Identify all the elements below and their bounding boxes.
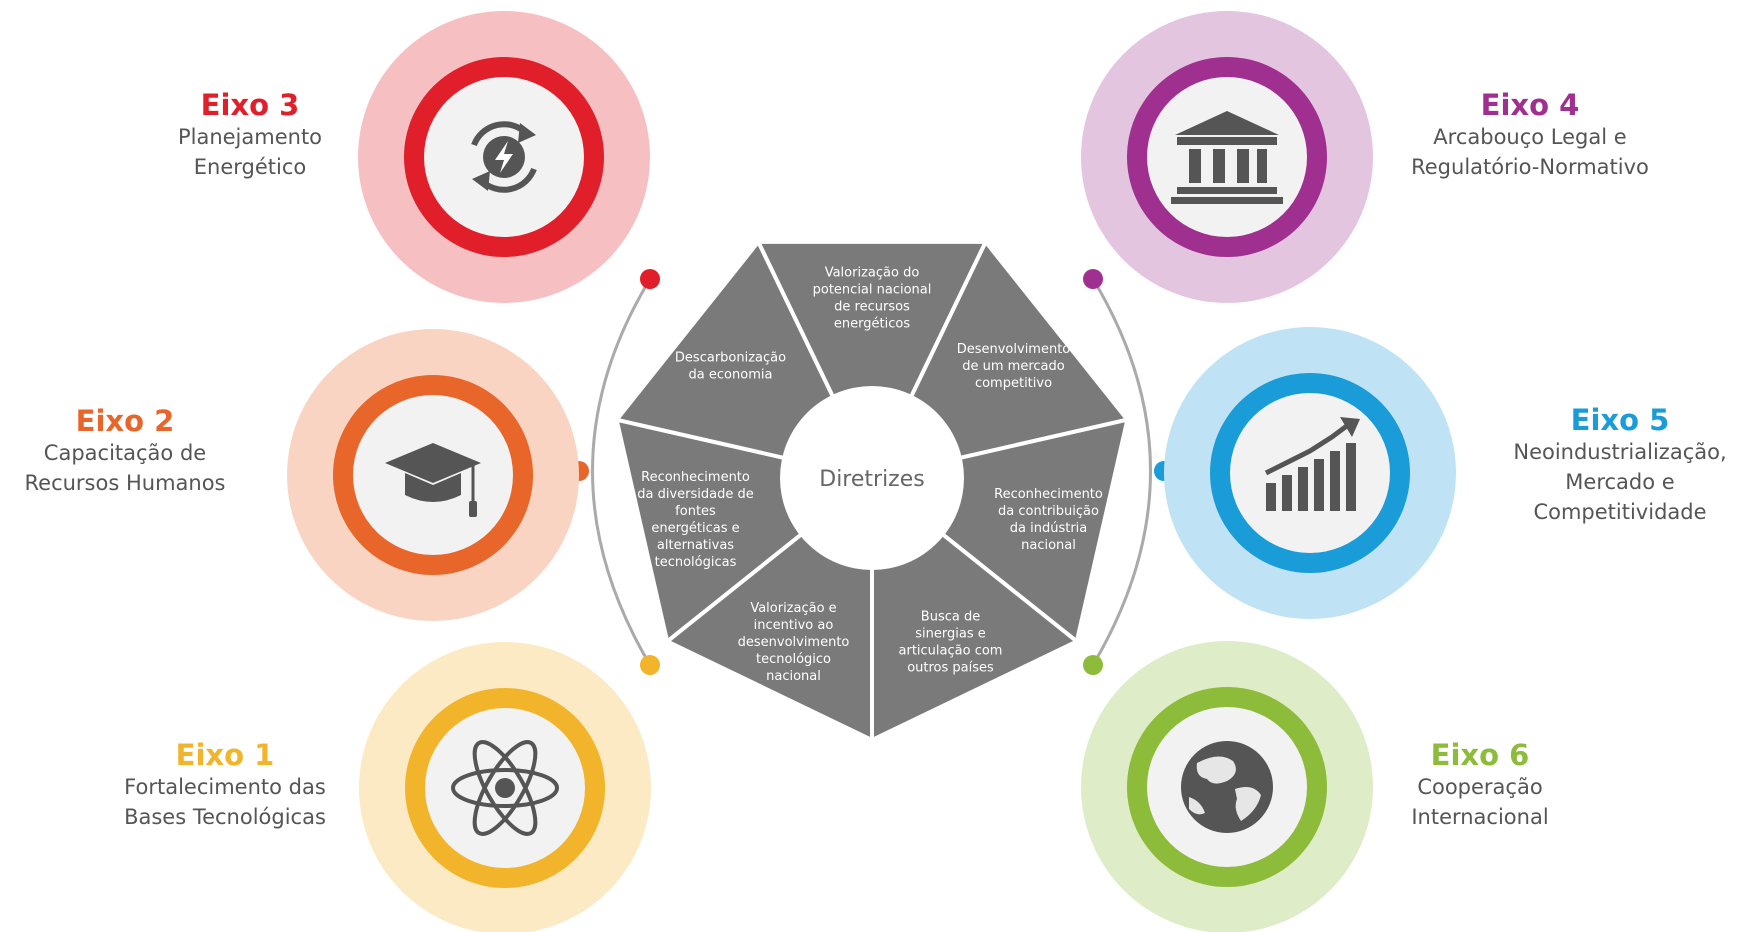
eixo5-desc-line3: Competitividade: [1533, 500, 1707, 524]
eixo5-desc-line2: Mercado e: [1565, 470, 1675, 494]
left-connector-arc: [591, 278, 652, 666]
right-connector-arc: [1091, 278, 1152, 666]
eixo3-title: Eixo 3: [200, 88, 300, 122]
eixo1-desc-line1: Fortalecimento das: [124, 775, 326, 799]
eixo5-circle: [1164, 327, 1456, 619]
eixo4-title: Eixo 4: [1480, 88, 1580, 122]
connector-dot-eixo1: [640, 655, 660, 675]
eixo2-desc-line2: Recursos Humanos: [24, 471, 226, 495]
eixo2-desc-line1: Capacitação de: [43, 441, 207, 465]
growth-chart-icon: [1264, 417, 1360, 511]
atom-icon: [451, 740, 559, 836]
eixo3-label: Eixo 3 Planejamento Energético: [130, 88, 370, 182]
eixo5-title: Eixo 5: [1570, 403, 1670, 437]
eixo4-desc-line2: Regulatório-Normativo: [1411, 155, 1649, 179]
eixo1-title: Eixo 1: [175, 738, 275, 772]
connector-dot-eixo6: [1083, 655, 1103, 675]
eixo1-desc-line2: Bases Tecnológicas: [124, 805, 326, 829]
connector-dot-eixo3: [640, 269, 660, 289]
graduation-cap-icon: [385, 443, 481, 517]
eixo6-desc-line2: Internacional: [1411, 805, 1549, 829]
eixo4-circle: [1081, 11, 1373, 303]
eixo6-desc-line1: Cooperação: [1417, 775, 1543, 799]
eixo5-desc-line1: Neoindustrialização,: [1513, 440, 1727, 464]
center-label: Diretrizes: [819, 467, 924, 492]
eixo6-title: Eixo 6: [1430, 738, 1530, 772]
directives-center-hole: [780, 386, 964, 570]
eixo2-label: Eixo 2 Capacitação de Recursos Humanos: [0, 404, 250, 498]
eixo6-label: Eixo 6 Cooperação Internacional: [1380, 738, 1580, 832]
eixo4-desc-line1: Arcabouço Legal e: [1433, 125, 1627, 149]
eixo5-label: Eixo 5 Neoindustrialização, Mercado e Co…: [1495, 403, 1745, 527]
eixo1-label: Eixo 1 Fortalecimento das Bases Tecnológ…: [100, 738, 350, 832]
connector-dot-eixo4: [1083, 269, 1103, 289]
institution-icon: [1171, 111, 1283, 204]
eixo4-label: Eixo 4 Arcabouço Legal e Regulatório-Nor…: [1380, 88, 1680, 182]
energy-cycle-icon: [471, 121, 537, 193]
eixo3-desc-line1: Planejamento: [177, 125, 323, 149]
eixo2-title: Eixo 2: [75, 404, 175, 438]
eixo3-circle: [358, 11, 650, 303]
eixo3-desc-line2: Energético: [193, 155, 307, 179]
globe-icon: [1181, 741, 1273, 833]
